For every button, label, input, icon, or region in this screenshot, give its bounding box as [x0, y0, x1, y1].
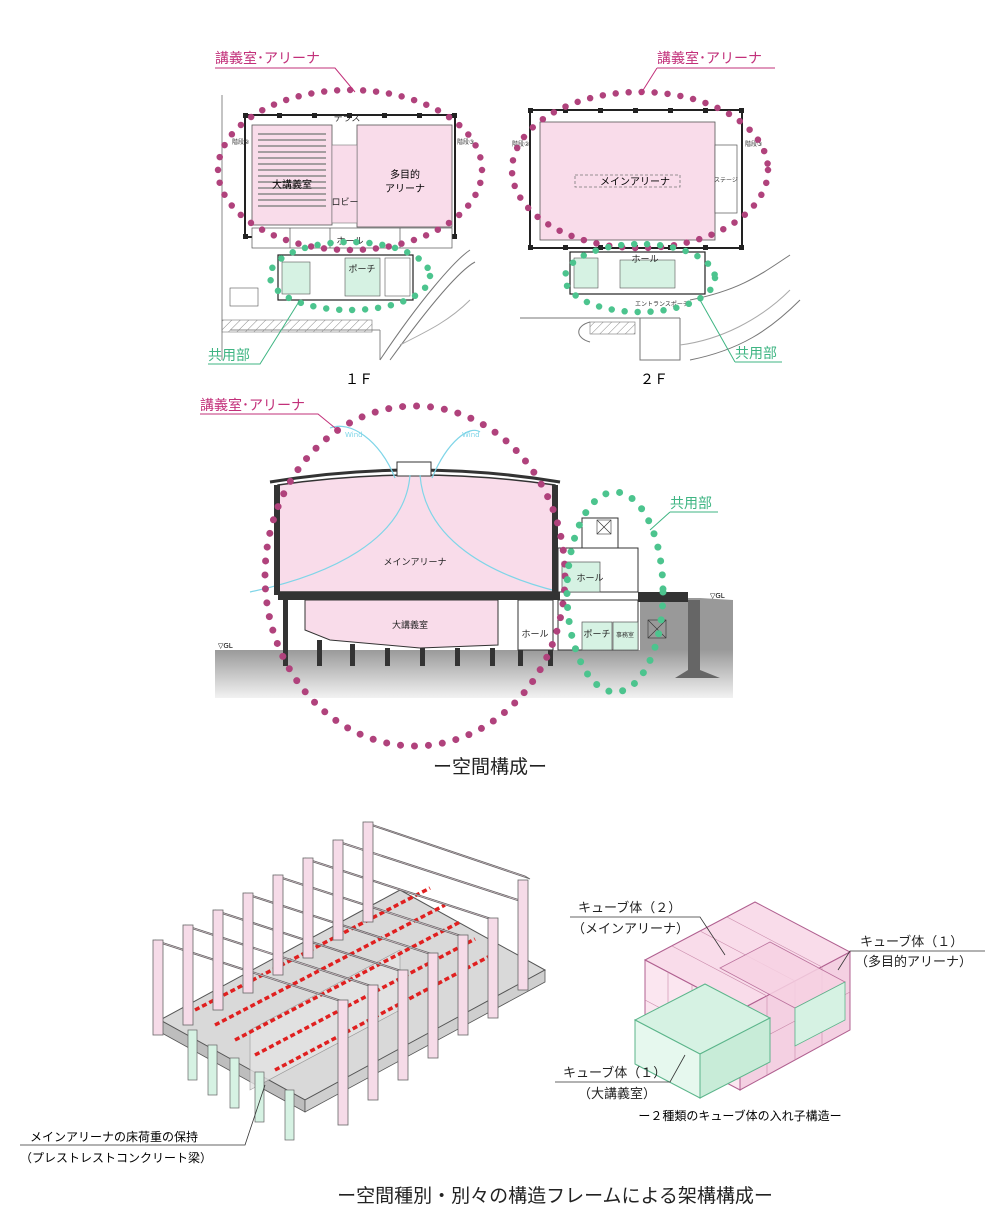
space-composition-caption: ー空間構成ー	[433, 756, 547, 778]
terrace-label: テラス	[334, 113, 361, 124]
structural-frame-axonometric: メインアリーナの床荷重の保持 （プレストレストコンクリート梁）	[20, 821, 547, 1165]
stair3-label-1f: 階段③	[457, 138, 474, 146]
lecture-frame-posts	[187, 1029, 295, 1141]
hall-label-1f: ホール	[336, 236, 363, 247]
porch-label-section: ポーチ	[583, 629, 610, 640]
floor-2f-label: ２Ｆ	[640, 372, 668, 388]
gl-left-label: ▽GL	[218, 642, 233, 650]
common-zone-section	[563, 488, 667, 696]
lecture-arena-label-1f: 講義室･アリーナ	[215, 50, 320, 67]
main-arena-label-2f: メインアリーナ	[600, 176, 670, 188]
lecture-arena-label-section: 講義室･アリーナ	[200, 397, 305, 414]
frame-composition-caption: ー空間種別・別々の構造フレームによる架構構成ー	[337, 1185, 773, 1207]
common-zone-1f	[266, 238, 434, 314]
stair3-label-2f: 階段③	[745, 140, 762, 148]
plan-1f: テラス 大講義室 ロビー 多目的 アリーナ ホール ポーチ 階段② 階段③ 講義…	[208, 50, 486, 388]
beam-note-1: メインアリーナの床荷重の保持	[30, 1129, 198, 1144]
frame-columns	[152, 821, 529, 1126]
lecture-arena-label-2f: 講義室･アリーナ	[657, 50, 762, 67]
cube2-sub: （メインアリーナ）	[572, 922, 689, 937]
cube1a-title: キューブ体（１）	[860, 934, 963, 950]
multi-arena-label-2: アリーナ	[385, 183, 425, 195]
hall-label-2f: ホール	[631, 254, 658, 265]
hall-upper-label-section: ホール	[576, 573, 603, 584]
common-label-1f: 共用部	[208, 348, 250, 364]
building-section: Wind Wind メインアリーナ	[200, 397, 733, 778]
gl-right-label: ▽GL	[710, 592, 725, 600]
office-label-section: 事務室	[616, 631, 634, 639]
wind-left-label: Wind	[345, 431, 363, 439]
cube2-title: キューブ体（２）	[578, 900, 681, 916]
lecture-arena-zone-1f	[214, 86, 486, 254]
common-zone-2f	[561, 240, 719, 316]
plan-2f: メインアリーナ ステージ ホール エントランスポーチ 階段② 階段③ 講義室･ア…	[508, 50, 801, 388]
beam-note-2: （プレストレストコンクリート梁）	[20, 1150, 212, 1165]
common-label-2f: 共用部	[735, 346, 777, 362]
stair2-label-2f: 階段②	[512, 140, 530, 148]
hall-lower-label-section: ホール	[521, 629, 548, 640]
porch-label-1f: ポーチ	[348, 264, 375, 275]
big-lecture-label-section: 大講義室	[392, 619, 428, 631]
lobby-label-1f: ロビー	[331, 197, 358, 208]
lecture-arena-zone-section	[261, 402, 569, 750]
wind-right-label: Wind	[462, 431, 480, 439]
nested-structure-caption: ー２種類のキューブ体の入れ子構造ー	[638, 1108, 841, 1123]
stair2-label-1f: 階段②	[232, 138, 250, 146]
multi-arena-label-1: 多目的	[390, 168, 420, 181]
cube1b-sub: （大講義室）	[578, 1086, 656, 1102]
cube1a-sub: （多目的アリーナ）	[855, 954, 972, 970]
main-arena-label-section: メインアリーナ	[383, 557, 446, 568]
cube1b-title: キューブ体（１）	[563, 1065, 666, 1081]
seat-rows	[258, 133, 326, 207]
common-label-section: 共用部	[670, 496, 712, 512]
lecture-arena-zone-2f	[508, 88, 772, 252]
entrance-porch-label: エントランスポーチ	[635, 300, 689, 308]
nested-cubes: キューブ体（２） （メインアリーナ） キューブ体（１） （多目的アリーナ） キュ…	[555, 900, 985, 1123]
stage-label-2f: ステージ	[714, 177, 738, 184]
big-lecture-label-1f: 大講義室	[272, 178, 312, 191]
floor-1f-label: １Ｆ	[345, 372, 373, 388]
